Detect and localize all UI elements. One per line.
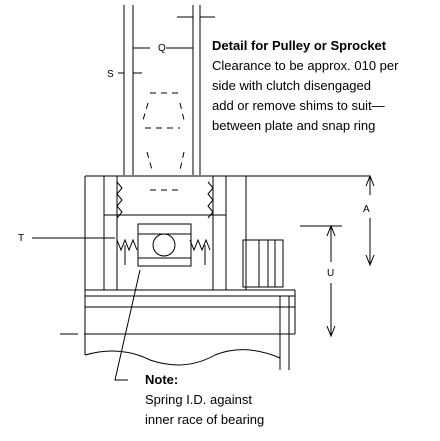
dimension-label-q: Q <box>158 43 166 54</box>
clutch-springs <box>116 181 214 265</box>
pulley-detail-dashed <box>142 92 185 191</box>
top-shaft-lines <box>118 5 215 175</box>
dimension-a-lines <box>365 174 375 267</box>
shaft-base <box>60 289 296 370</box>
note-line: inner race of bearing <box>145 412 264 427</box>
dimension-label-t: T <box>18 233 24 244</box>
detail-line: Clearance to be approx. 010 per <box>212 58 399 73</box>
detail-title: Detail for Pulley or Sprocket <box>212 38 387 53</box>
dimension-label-a: A <box>363 204 370 215</box>
housing-outline <box>84 175 370 290</box>
leader-lines <box>32 237 141 381</box>
right-collar <box>242 239 284 288</box>
dimension-label-u: U <box>327 268 334 279</box>
detail-line: add or remove shims to suit— <box>212 98 385 113</box>
dimension-u-lines <box>300 224 342 338</box>
note-title: Note: <box>145 372 178 387</box>
note-line: Spring I.D. against <box>145 392 252 407</box>
detail-line: side with clutch disengaged <box>212 78 371 93</box>
detail-line: between plate and snap ring <box>212 118 375 133</box>
dimension-label-s: S <box>107 69 114 80</box>
bearing <box>137 223 192 267</box>
